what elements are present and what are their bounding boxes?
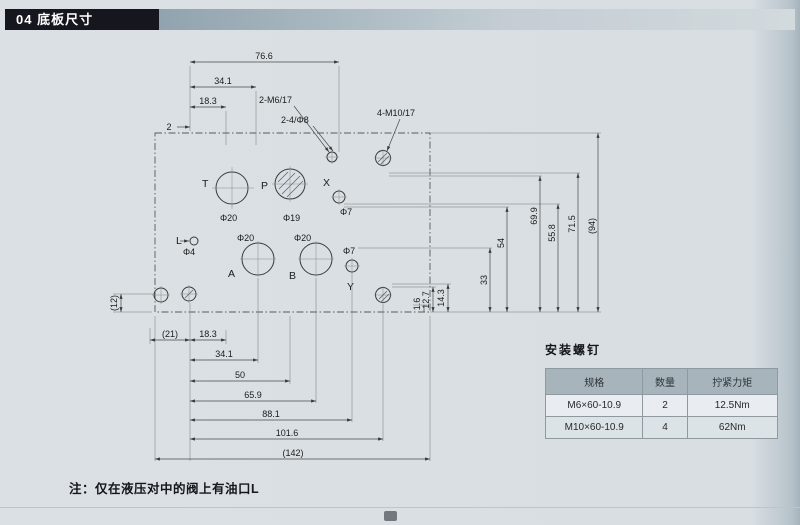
callout-m6: 2-M6/17 <box>259 95 292 105</box>
table-row: M10×60-10.9 4 62Nm <box>544 416 779 439</box>
dia-y: Φ7 <box>343 246 355 256</box>
section-header: 04 底板尺寸 <box>5 9 159 30</box>
port-t-label: T <box>202 178 209 190</box>
dim-94: (94) <box>587 218 597 234</box>
dim-76-6: 76.6 <box>255 51 273 61</box>
dia-t: Φ20 <box>220 213 237 223</box>
header-decoration-strip <box>148 9 795 30</box>
dia-p: Φ19 <box>283 213 300 223</box>
dim-14-3: 14.3 <box>436 289 446 307</box>
table-header-row: 规格 数量 拧紧力矩 <box>544 368 779 395</box>
dia-l: Φ4 <box>183 247 195 257</box>
cell-qty: 2 <box>642 394 688 417</box>
right-dimensions: 12.7 14.3 1.6 33 54 69.9 55.8 71.5 (94) <box>344 132 601 313</box>
col-torque: 拧紧力矩 <box>686 368 779 395</box>
dim-21: (21) <box>162 329 178 339</box>
col-spec: 规格 <box>544 368 644 395</box>
dim-55-8: 55.8 <box>547 224 557 242</box>
dim-65-9: 65.9 <box>244 390 262 400</box>
page-divider <box>0 507 800 508</box>
dim-33: 33 <box>479 275 489 285</box>
dim-50: 50 <box>235 370 245 380</box>
col-qty: 数量 <box>642 368 688 395</box>
dia-a: Φ20 <box>237 233 254 243</box>
port-p-label: P <box>261 180 268 192</box>
cell-spec: M10×60-10.9 <box>544 416 644 439</box>
dim-142: (142) <box>282 448 303 458</box>
dim-101-6: 101.6 <box>276 428 299 438</box>
bottom-dimensions: (21) 18.3 34.1 50 65.9 88.1 101.6 (142) <box>149 274 431 461</box>
callout-phi8: 2-4/Φ8 <box>281 115 309 125</box>
cell-torque: 12.5Nm <box>686 394 779 417</box>
table-title: 安装螺钉 <box>545 343 602 357</box>
port-y-label: Y <box>347 281 354 293</box>
callout-m10: 4-M10/17 <box>377 108 415 118</box>
mounting-screw-table: 安装螺钉 规格 数量 拧紧力矩 M6×60-10.9 2 12.5Nm M10×… <box>544 341 779 439</box>
left-dimension: (12) <box>109 293 153 313</box>
port-x-label: X <box>323 177 330 189</box>
port-l-circle <box>189 236 199 246</box>
hole-callouts: 2-M6/17 2-4/Φ8 4-M10/17 <box>259 95 415 153</box>
diameter-labels: Φ20 Φ19 Φ7 Φ4 Φ20 Φ20 Φ7 <box>183 207 355 257</box>
cell-torque: 62Nm <box>686 416 779 439</box>
dim-71-5: 71.5 <box>567 215 577 233</box>
dim-18-3-top: 18.3 <box>199 96 217 106</box>
dim-12-7: 12.7 <box>421 291 431 309</box>
dim-34-1-bottom: 34.1 <box>215 349 233 359</box>
dia-b: Φ20 <box>294 233 311 243</box>
dim-34-1-top: 34.1 <box>214 76 232 86</box>
section-title: 04 底板尺寸 <box>16 12 94 27</box>
port-b-label: B <box>289 270 296 282</box>
dim-12: (12) <box>109 295 119 311</box>
dim-1-6: 1.6 <box>412 298 422 311</box>
plate-outline <box>154 132 431 313</box>
dim-18-3-bottom: 18.3 <box>199 329 217 339</box>
port-l-label: L <box>176 235 182 247</box>
dia-x: Φ7 <box>340 207 352 217</box>
drawing-note: 注：仅在液压对中的阀上有油口L <box>69 482 260 496</box>
port-a-label: A <box>228 268 235 280</box>
table-row: M6×60-10.9 2 12.5Nm <box>544 394 779 417</box>
dim-69-9: 69.9 <box>529 207 539 225</box>
binding-mark <box>384 511 397 521</box>
dim-54: 54 <box>496 238 506 248</box>
port-holes <box>152 149 392 304</box>
cell-spec: M6×60-10.9 <box>544 394 644 417</box>
cell-qty: 4 <box>642 416 688 439</box>
dim-88-1: 88.1 <box>262 409 280 419</box>
top-dimensions: 76.6 34.1 18.3 2 <box>166 51 340 152</box>
dim-2: 2 <box>166 122 171 132</box>
port-labels: T P X L A B Y <box>176 177 354 293</box>
